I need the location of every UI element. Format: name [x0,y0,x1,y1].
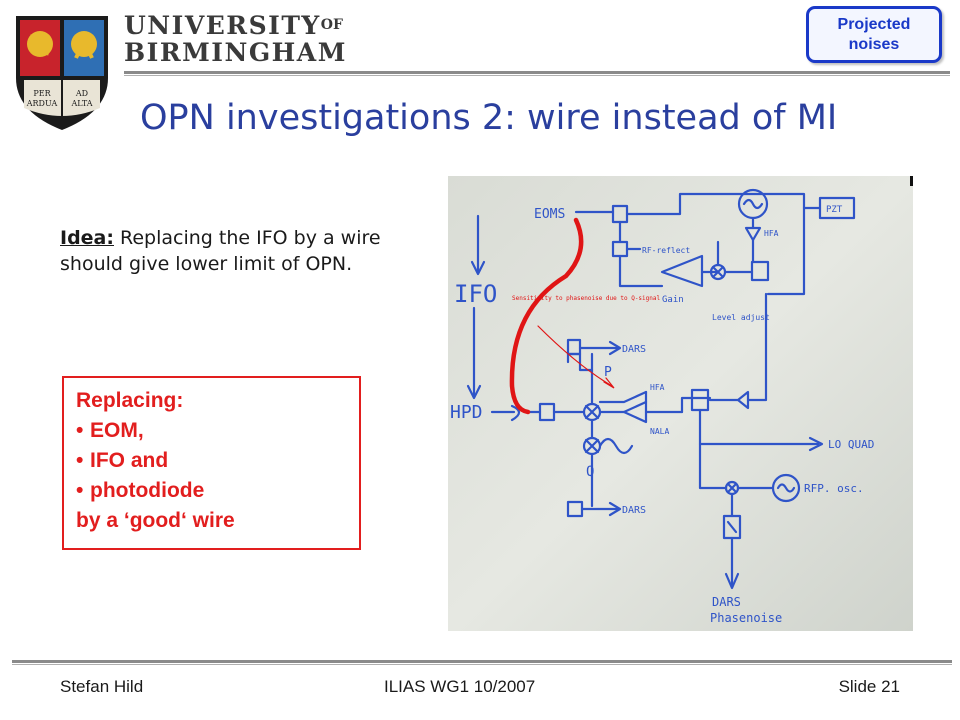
idea-label: Idea: [60,227,114,249]
label-nala: NALA [650,427,669,436]
label-hfa-mid: HFA [650,383,665,392]
university-wordmark: UNIVERSITYOF BIRMINGHAM [124,11,347,72]
label-dars-1: DARS [622,344,646,355]
footer-rule-thin [12,664,952,665]
replacing-item-text: EOM, [90,419,144,442]
university-line-1: UNIVERSITYOF [124,11,343,40]
label-level-adjust: Level adjust [712,313,770,322]
footer-rule [12,660,952,663]
label-hfa-top: HFA [764,229,779,238]
label-q: Q [586,464,594,480]
replacing-item: • IFO and [76,446,359,476]
bullet-icon: • [76,419,84,442]
label-dars-2: DARS [622,505,646,516]
whiteboard-surface [448,176,913,631]
red-annotation [509,217,615,415]
university-line-2: BIRMINGHAM [124,38,347,67]
svg-text:ARDUA: ARDUA [26,99,58,108]
slide-title: OPN investigations 2: wire instead of MI [140,98,838,138]
svg-text:PER: PER [33,89,51,98]
header-rule-thin [124,75,950,76]
svg-text:ALTA: ALTA [70,99,92,108]
label-p: P [604,365,612,380]
label-rep-osc: RFP. osc. [804,482,864,495]
idea-text: Replacing the IFO by a wire should give … [60,227,381,275]
label-dars-3: DARS [712,595,741,609]
label-pzt: PZT [826,205,843,215]
whiteboard-photo: EOMS RF-reflect Gain HFA PZT IFO Level a… [448,176,913,631]
footer-slide-number: Slide 21 [838,677,900,696]
svg-text:AD: AD [75,89,88,98]
label-phasenoise: Phasenoise [710,611,782,625]
replacing-item-text: photodiode [90,479,205,502]
label-ifo: IFO [454,280,497,308]
university-of: OF [320,17,343,33]
footer-event: ILIAS WG1 10/2007 [384,677,536,696]
label-eom: EOMS [534,207,565,222]
idea-paragraph: Idea: Replacing the IFO by a wire should… [60,225,400,277]
replacing-closing: by a ‘good‘ wire [76,509,235,532]
photo-edge [910,176,913,186]
replacing-heading: Replacing: [76,389,184,412]
replacing-item-text: IFO and [90,449,169,472]
label-sensitivity: Sensitivity to phasenoise due to Q-signa… [512,295,660,302]
university-word: UNIVERSITY [124,11,321,40]
replacing-item: • photodiode [76,476,359,506]
bullet-icon: • [76,449,84,472]
diagram-lines [466,188,856,590]
footer-author: Stefan Hild [60,677,144,696]
label-gain: Gain [662,295,684,305]
diagram-labels: EOMS RF-reflect Gain HFA PZT IFO Level a… [450,205,874,625]
label-rf-reflect: RF-reflect [642,246,690,255]
label-lo-quad: LO QUAD [828,438,874,451]
projected-noises-badge[interactable]: Projected noises [806,6,942,63]
bullet-icon: • [76,479,84,502]
replacing-box: Replacing: • EOM, • IFO and • photodiode by… [62,376,361,550]
university-crest-logo: PER ARDUA AD ALTA [16,16,108,130]
replacing-item: • EOM, [76,416,359,446]
label-hpd: HPD [450,402,483,423]
header-rule [124,71,950,74]
badge-label: Projected noises [837,15,911,53]
